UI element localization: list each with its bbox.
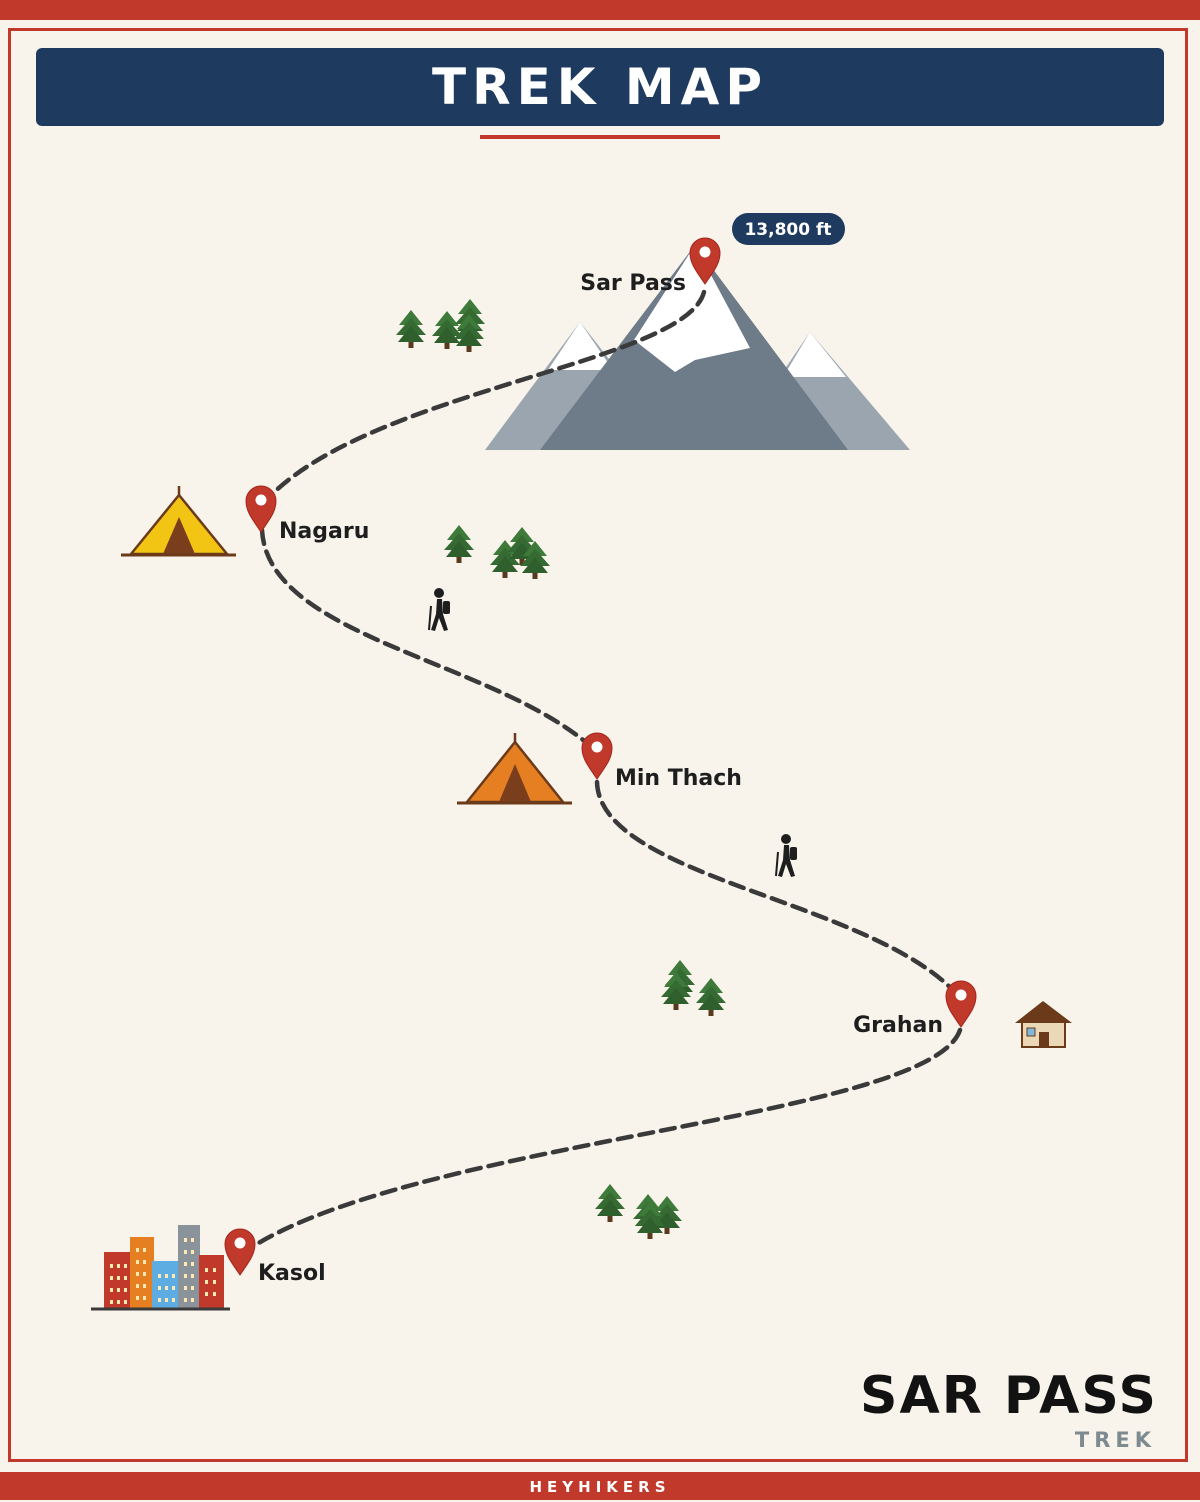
waypoint-label-sar-pass: Sar Pass	[580, 271, 686, 296]
footer-bar: HEYHIKERS	[0, 1472, 1200, 1500]
city-icon	[91, 1225, 230, 1311]
mountain-icon	[485, 245, 910, 450]
altitude-text: 13,800 ft	[744, 220, 831, 240]
brand-title: SAR PASS	[860, 1366, 1158, 1426]
trail-path	[237, 289, 965, 1258]
waypoint-pin-nagaru[interactable]	[245, 485, 277, 533]
hiker-icon	[428, 587, 451, 632]
forest-icon	[595, 1184, 682, 1239]
top-bar	[0, 0, 1200, 20]
tent-icon	[457, 733, 572, 805]
footer-label: HEYHIKERS	[529, 1478, 671, 1496]
forest-icon	[396, 299, 485, 352]
brand-subtitle: TREK	[1074, 1428, 1156, 1452]
waypoint-label-grahan: Grahan	[853, 1013, 943, 1038]
page-title: TREK MAP	[36, 48, 1164, 126]
house-icon	[1015, 1001, 1072, 1048]
map-frame	[8, 28, 1188, 1462]
altitude-badge: 13,800 ft	[732, 213, 845, 245]
hiker-icon	[775, 833, 798, 878]
waypoint-label-kasol: Kasol	[258, 1261, 326, 1286]
waypoint-label-nagaru: Nagaru	[279, 519, 369, 544]
forest-icon	[444, 525, 550, 579]
waypoint-pin-kasol[interactable]	[224, 1228, 256, 1276]
waypoint-pin-min-thach[interactable]	[581, 732, 613, 780]
tent-icon	[121, 486, 236, 557]
waypoint-label-min-thach: Min Thach	[615, 766, 742, 791]
waypoint-pin-grahan[interactable]	[945, 980, 977, 1028]
forest-icon	[661, 960, 726, 1016]
title-underline	[480, 135, 720, 139]
